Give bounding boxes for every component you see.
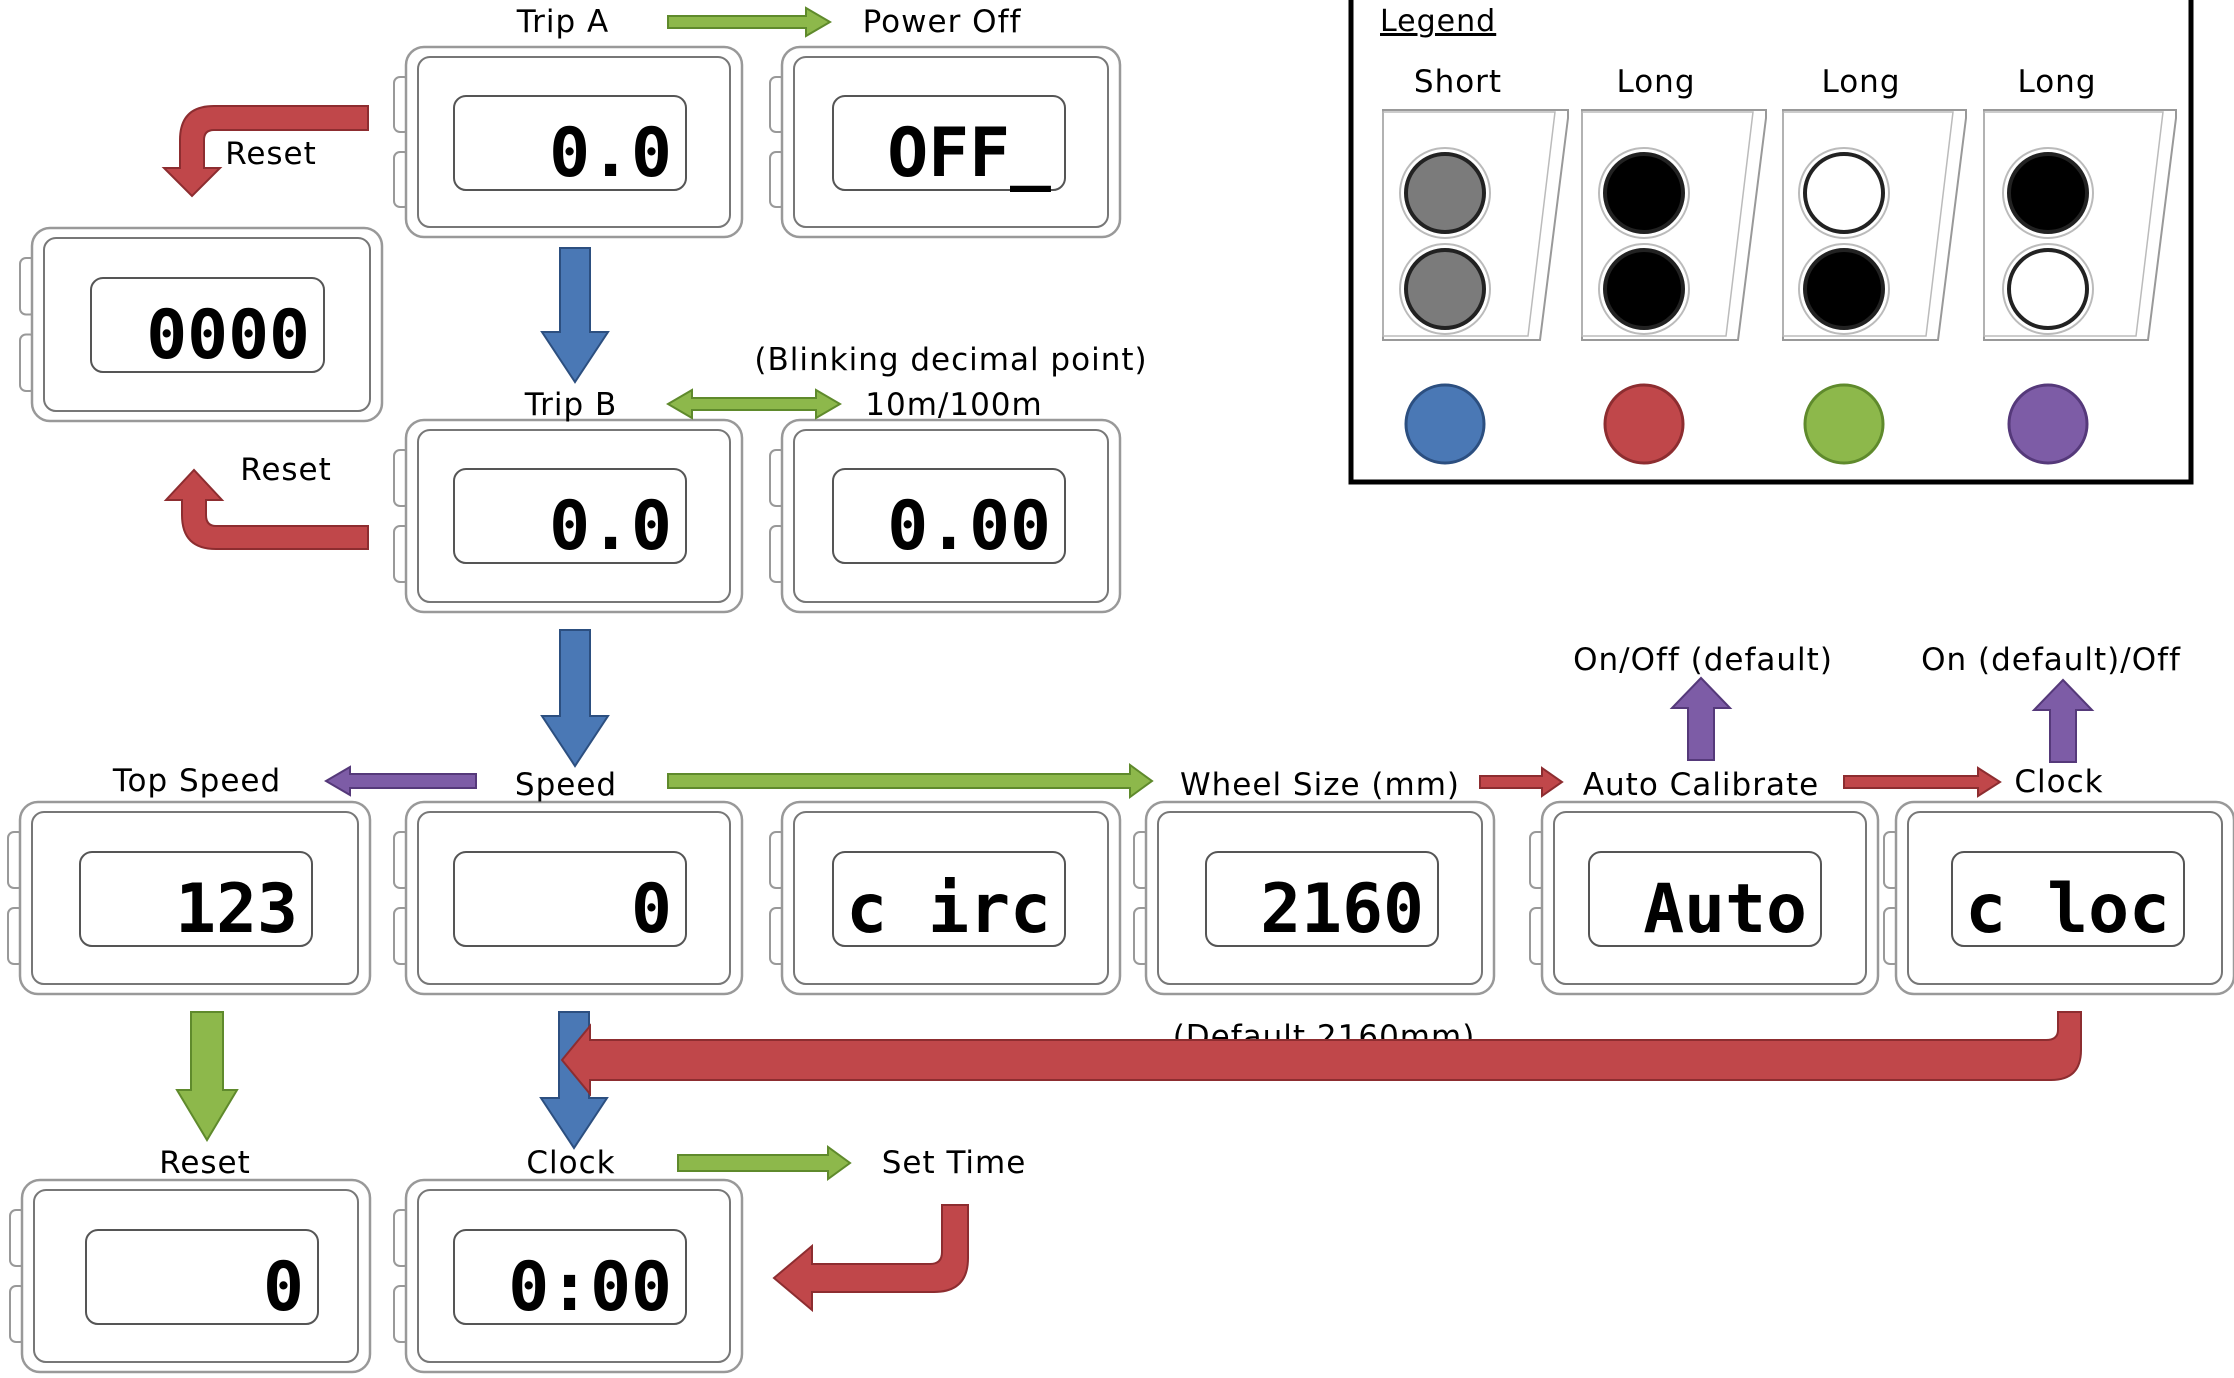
legend-button-bottom-icon: [2007, 248, 2089, 330]
arrow-auto-calibrate-to-clock-setting: [1843, 766, 2002, 798]
legend-color-green-icon: [1803, 383, 1885, 465]
label-clock: Clock: [526, 1145, 615, 1181]
legend-entry-long-green: Long: [1782, 64, 1967, 465]
legend-panel: Legend Short Long Long: [1348, 0, 2194, 485]
legend-button-top-icon: [1603, 152, 1685, 234]
lcd-value: 123: [175, 870, 298, 949]
lcd-value: 2160: [1260, 870, 1424, 949]
lcd-value: 0.0: [549, 114, 672, 193]
lcd-value: 0: [631, 870, 672, 949]
legend-entry-short: Short: [1382, 64, 1569, 465]
legend-button-top-icon: [1803, 152, 1885, 234]
legend-entry-label: Long: [1821, 64, 1900, 100]
label-trip-a: Trip A: [516, 4, 609, 40]
arrow-auto-calibrate-option: [1669, 676, 1733, 761]
lcd-value: c loc: [1965, 870, 2170, 949]
arrow-reset-trip-a: [161, 105, 369, 198]
label-auto-option: On/Off (default): [1573, 642, 1833, 678]
label-blinking-note: (Blinking decimal point): [754, 342, 1147, 378]
device-display-auto: Auto: [1529, 800, 1880, 996]
legend-color-purple-icon: [2007, 383, 2089, 465]
legend-color-red-icon: [1603, 383, 1685, 465]
legend-button-bottom-icon: [1603, 248, 1685, 330]
arrow-set-time-to-clock: [772, 1204, 969, 1313]
label-reset-top-speed: Reset: [159, 1145, 251, 1181]
arrow-trip-b-units-bidirectional: [666, 388, 842, 420]
lcd-value: 0000: [146, 296, 310, 375]
arrow-trip-b-to-speed: [540, 629, 610, 768]
legend-entry-long-purple: Long: [1983, 64, 2177, 465]
label-top-speed: Top Speed: [112, 763, 281, 799]
lcd-value: 0.0: [549, 487, 672, 566]
device-display-circ: c irc: [769, 800, 1122, 996]
label-clock-option: On (default)/Off: [1921, 642, 2181, 678]
arrow-top-speed-to-reset: [175, 1011, 239, 1142]
device-display-trip-b: 0.0: [393, 418, 744, 614]
arrow-wheel-size-to-auto-calibrate: [1479, 766, 1564, 798]
device-display-speed: 0: [393, 800, 744, 996]
lcd-value: 0.00: [887, 487, 1051, 566]
device-display-trip-a: 0.0: [393, 45, 744, 239]
arrow-clock-to-set-time: [677, 1145, 852, 1181]
arrow-speed-to-wheel-size: [667, 763, 1154, 799]
label-trip-b: Trip B: [524, 387, 618, 423]
label-clock-setting: Clock: [2014, 764, 2103, 800]
legend-entry-label: Long: [2017, 64, 2096, 100]
lcd-value: Auto: [1643, 870, 1807, 949]
label-wheel-size: Wheel Size (mm): [1180, 767, 1460, 803]
device-display-wheel-size: 2160: [1133, 800, 1496, 996]
device-display-top-reset: 0: [9, 1178, 372, 1374]
lcd-value: 0:00: [508, 1248, 672, 1327]
arrow-reset-trip-b: [163, 468, 369, 550]
labels: Trip A Power Off Reset (Blinking decimal…: [112, 4, 2181, 1181]
label-reset-trip-a: Reset: [225, 136, 317, 172]
device-display-power-off: OFF_: [769, 45, 1122, 239]
label-set-time: Set Time: [882, 1145, 1027, 1181]
arrow-clock-option: [2031, 678, 2095, 763]
device-display-cloc: c loc: [1883, 800, 2234, 996]
legend-entry-long-red: Long: [1581, 64, 1767, 465]
label-speed: Speed: [515, 767, 617, 803]
device-display-clock: 0:00: [393, 1178, 744, 1374]
legend-title: Legend: [1380, 4, 1496, 39]
label-units: 10m/100m: [865, 387, 1042, 423]
device-display-units: 0.00: [769, 418, 1122, 614]
arrows: [161, 6, 2095, 1313]
legend-button-top-icon: [2007, 152, 2089, 234]
legend-button-bottom-icon: [1803, 248, 1885, 330]
legend-entry-label: Long: [1616, 64, 1695, 100]
legend-color-blue-icon: [1404, 383, 1486, 465]
lcd-value: c irc: [846, 870, 1051, 949]
arrow-clock-setting-back-to-speed: [560, 1011, 2082, 1097]
device-display-top-speed: 123: [7, 800, 372, 996]
device-display-reset: 0000: [19, 226, 384, 423]
arrow-trip-a-to-power-off: [667, 6, 832, 38]
label-power-off: Power Off: [863, 4, 1022, 40]
label-auto-calibrate: Auto Calibrate: [1583, 767, 1819, 803]
lcd-value: OFF_: [887, 114, 1051, 193]
legend-entry-label: Short: [1414, 64, 1502, 100]
arrow-speed-to-top-speed: [324, 765, 477, 797]
arrow-trip-a-to-trip-b: [540, 247, 610, 384]
label-reset-trip-b: Reset: [240, 452, 332, 488]
lcd-value: 0: [263, 1248, 304, 1327]
